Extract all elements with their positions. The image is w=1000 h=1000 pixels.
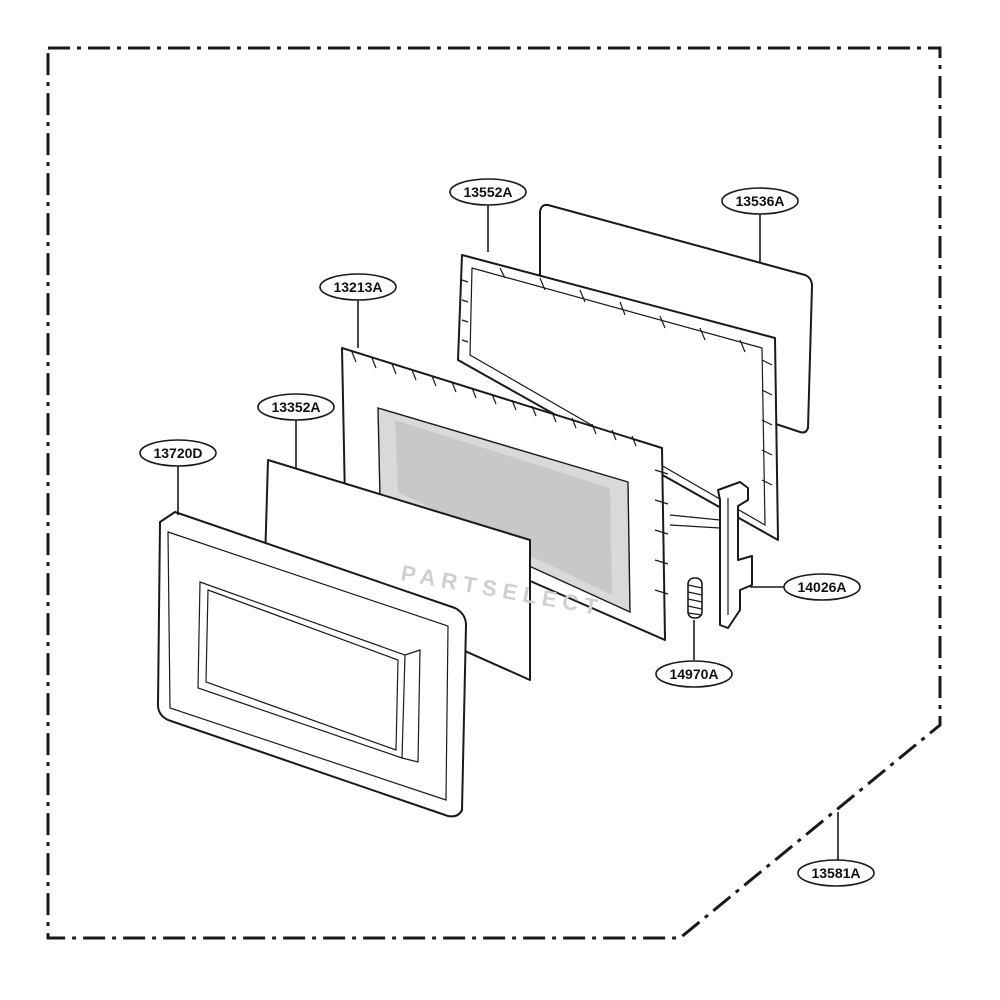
callout-13536A: 13536A [721,187,799,215]
callout-13720D: 13720D [139,439,217,467]
callout-13552A: 13552A [449,178,527,206]
latch-spring-part [687,577,703,619]
callout-14970A: 14970A [655,660,733,688]
svg-text:14026A: 14026A [797,579,846,595]
callout-13581A: 13581A [797,859,875,887]
callout-13213A: 13213A [319,273,397,301]
svg-text:13720D: 13720D [153,445,202,461]
door-front-frame-part [157,511,467,818]
svg-text:13352A: 13352A [271,399,320,415]
svg-text:14970A: 14970A [669,666,718,682]
door-frame-part [457,254,779,541]
svg-text:13581A: 13581A [811,865,860,881]
assembly-boundary [46,46,942,940]
svg-text:13552A: 13552A [463,184,512,200]
callout-14026A: 14026A [783,573,861,601]
svg-text:13213A: 13213A [333,279,382,295]
door-panel-part [341,347,669,641]
callout-13352A: 13352A [257,393,335,421]
svg-text:13536A: 13536A [735,193,784,209]
latch-hook-part [669,481,753,629]
